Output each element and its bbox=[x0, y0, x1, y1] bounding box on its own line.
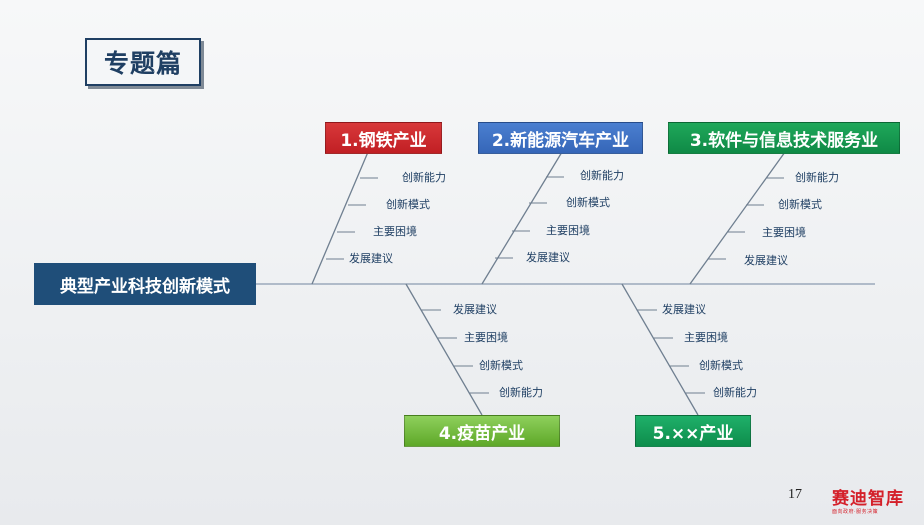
logo-name: 赛迪智库 bbox=[832, 489, 904, 509]
category-4: 4.疫苗产业 bbox=[404, 415, 560, 447]
cause-3-4: 发展建议 bbox=[744, 254, 788, 267]
cause-1-2: 创新模式 bbox=[386, 198, 430, 211]
bone-1 bbox=[311, 151, 369, 285]
bone-3 bbox=[689, 151, 786, 285]
cause-5-1: 发展建议 bbox=[662, 303, 706, 316]
fishbone-head: 典型产业科技创新模式 bbox=[34, 263, 256, 305]
cause-5-4: 创新能力 bbox=[713, 386, 757, 399]
cause-4-2: 主要困境 bbox=[464, 331, 508, 344]
category-1: 1.钢铁产业 bbox=[325, 122, 442, 154]
cause-2-3: 主要困境 bbox=[546, 224, 590, 237]
cause-5-3: 创新模式 bbox=[699, 359, 743, 372]
cause-2-2: 创新模式 bbox=[566, 196, 610, 209]
category-2: 2.新能源汽车产业 bbox=[478, 122, 643, 154]
cause-3-1: 创新能力 bbox=[795, 171, 839, 184]
cause-2-4: 发展建议 bbox=[526, 251, 570, 264]
cause-5-2: 主要困境 bbox=[684, 331, 728, 344]
page-number: 17 bbox=[788, 487, 802, 502]
bone-2 bbox=[481, 151, 563, 285]
cause-4-1: 发展建议 bbox=[453, 303, 497, 316]
section-label: 专题篇 bbox=[85, 38, 201, 86]
category-3: 3.软件与信息技术服务业 bbox=[668, 122, 900, 154]
cause-4-3: 创新模式 bbox=[479, 359, 523, 372]
cause-3-2: 创新模式 bbox=[778, 198, 822, 211]
logo-tagline: 面向政府·服务决策 bbox=[832, 509, 879, 515]
cause-1-1: 创新能力 bbox=[402, 171, 446, 184]
cause-2-1: 创新能力 bbox=[580, 169, 624, 182]
cause-4-4: 创新能力 bbox=[499, 386, 543, 399]
category-5: 5.××产业 bbox=[635, 415, 751, 447]
ccid-logo: 赛迪智库 面向政府·服务决策 bbox=[832, 484, 916, 515]
cause-1-4: 发展建议 bbox=[349, 252, 393, 265]
cause-3-3: 主要困境 bbox=[762, 226, 806, 239]
cause-1-3: 主要困境 bbox=[373, 225, 417, 238]
